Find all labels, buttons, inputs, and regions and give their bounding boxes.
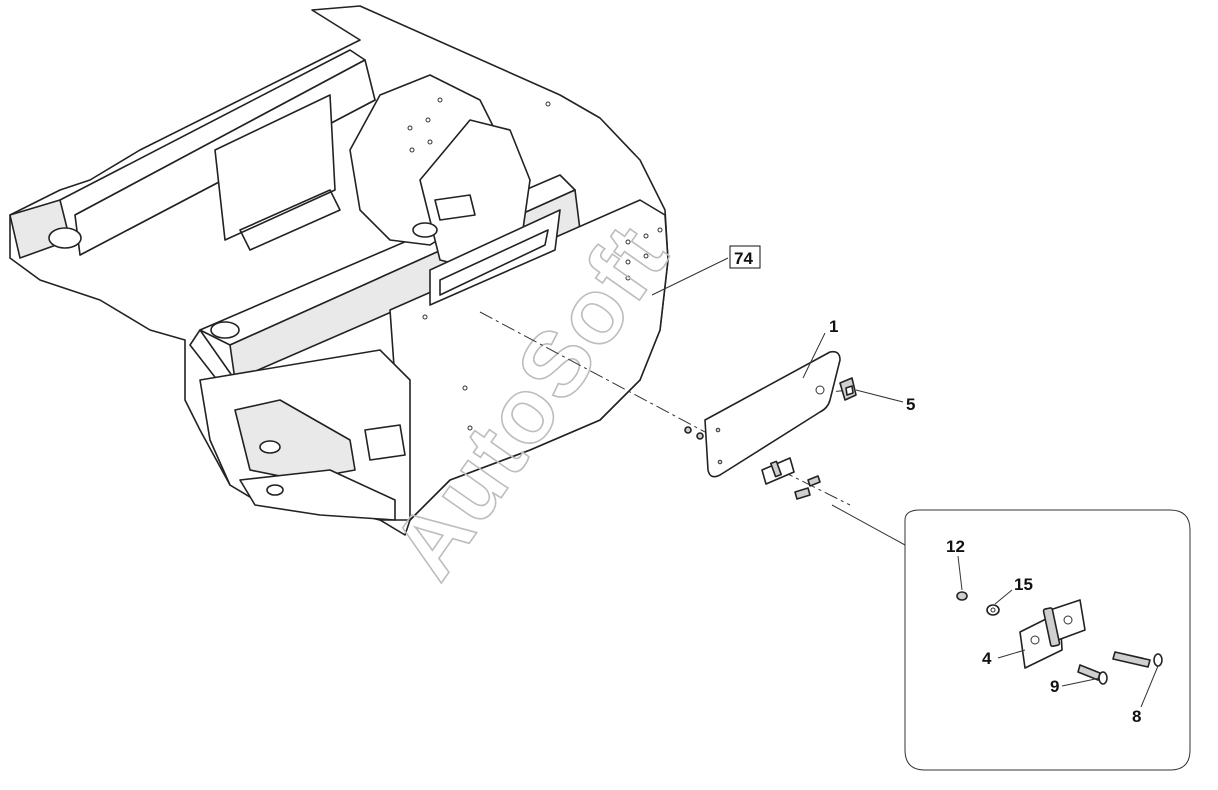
cover-plate xyxy=(704,350,841,478)
latch xyxy=(839,377,857,401)
callout-5: 5 xyxy=(906,395,915,414)
callout-9: 9 xyxy=(1050,677,1059,696)
detail-view xyxy=(831,504,1191,771)
panel-holes xyxy=(407,97,663,431)
callout-4: 4 xyxy=(982,649,992,668)
hinge-4 xyxy=(1019,599,1086,669)
washer-a xyxy=(684,426,692,434)
callout-8: 8 xyxy=(1132,707,1141,726)
nut-12 xyxy=(956,591,968,601)
bolt-9 xyxy=(1077,664,1108,685)
leader-lines xyxy=(651,257,1159,708)
callout-12: 12 xyxy=(946,537,965,556)
washer-b xyxy=(696,432,704,440)
callout-1: 1 xyxy=(829,317,838,336)
frame-label: 74 xyxy=(734,249,753,268)
screws-small xyxy=(794,475,821,500)
frame-label-group: 74 xyxy=(729,245,761,269)
callout-15: 15 xyxy=(1014,575,1033,594)
hinge-small xyxy=(761,457,795,485)
chassis-frame xyxy=(9,5,669,536)
